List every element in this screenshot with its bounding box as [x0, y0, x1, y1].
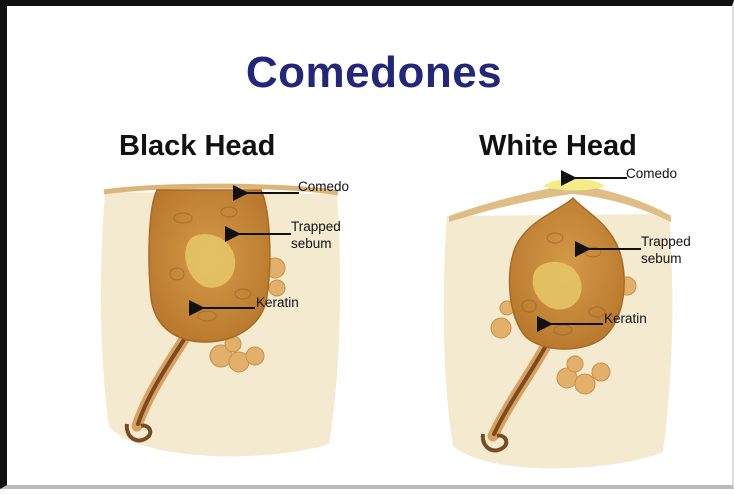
comedones-diagram [7, 6, 734, 495]
whitehead-label-trapped-sebum: Trapped sebum [641, 233, 691, 267]
blackhead-label-trapped-line2: sebum [291, 235, 341, 252]
whitehead-label-keratin: Keratin [604, 310, 647, 327]
whitehead-label-trapped-line2: sebum [641, 250, 691, 267]
blackhead-label-comedo: Comedo [298, 178, 349, 195]
whitehead-label-comedo: Comedo [626, 165, 677, 182]
whitehead-label-trapped-line1: Trapped [641, 233, 691, 250]
blackhead-label-keratin: Keratin [256, 294, 299, 311]
blackhead-label-trapped-sebum: Trapped sebum [291, 218, 341, 252]
blackhead-label-trapped-line1: Trapped [291, 218, 341, 235]
